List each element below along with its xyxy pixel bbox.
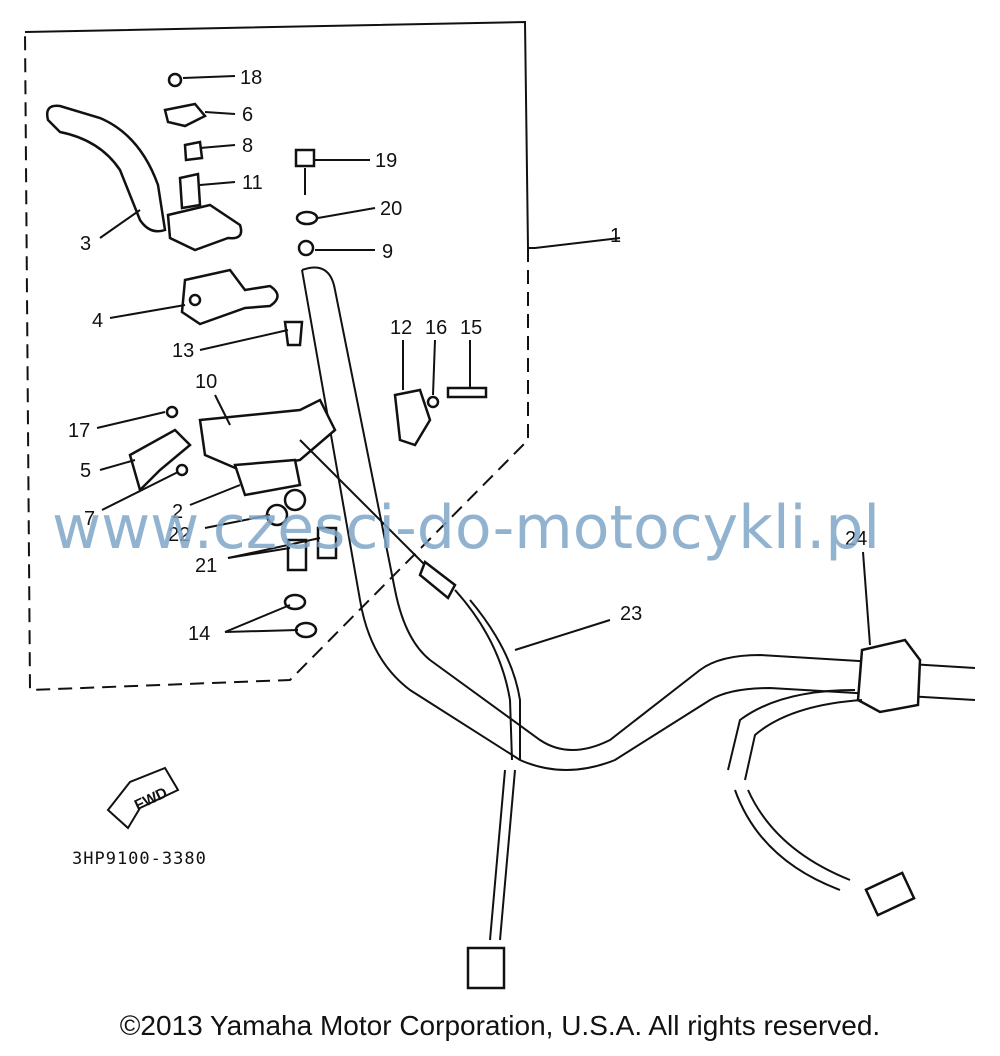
callout-23: 23 bbox=[620, 603, 642, 625]
leader-lines bbox=[96, 75, 871, 651]
callout-12: 12 bbox=[390, 317, 412, 339]
callout-16: 16 bbox=[425, 317, 447, 339]
small-hardware bbox=[163, 72, 319, 257]
forward-label: FWD bbox=[132, 784, 170, 814]
callout-11: 11 bbox=[242, 172, 263, 194]
forward-arrow-icon: FWD bbox=[106, 766, 180, 830]
callouts: 1 2 3 4 5 6 7 8 9 10 11 12 13 14 15 16 1… bbox=[68, 67, 867, 645]
callout-15: 15 bbox=[460, 317, 482, 339]
callout-13: 13 bbox=[172, 340, 194, 362]
handlebar-switch bbox=[727, 638, 922, 917]
callout-3: 3 bbox=[80, 233, 91, 255]
clutch-lever bbox=[46, 104, 167, 233]
copyright-notice: ©2013 Yamaha Motor Corporation, U.S.A. A… bbox=[119, 1010, 881, 1041]
callout-4: 4 bbox=[92, 310, 103, 332]
callout-18: 18 bbox=[240, 67, 262, 89]
callout-6: 6 bbox=[242, 104, 253, 126]
lever-holder bbox=[180, 268, 279, 326]
callout-10: 10 bbox=[195, 371, 217, 393]
callout-21: 21 bbox=[195, 555, 217, 577]
callout-22: 22 bbox=[168, 524, 190, 546]
callout-19: 19 bbox=[375, 150, 397, 172]
callout-14: 14 bbox=[188, 623, 210, 645]
callout-5: 5 bbox=[80, 460, 91, 482]
callout-24: 24 bbox=[845, 528, 867, 550]
handlebar bbox=[301, 266, 976, 771]
part-code: 3HP9100-3380 bbox=[72, 849, 207, 869]
nuts-and-bolts bbox=[265, 488, 338, 639]
callout-9: 9 bbox=[382, 241, 393, 263]
switch-assembly bbox=[128, 320, 488, 497]
callout-1: 1 bbox=[610, 225, 621, 247]
assembly-outline bbox=[24, 20, 621, 692]
clutch-switch-cable bbox=[299, 439, 521, 990]
watermark: www.czesci-do-motocykli.pl bbox=[52, 493, 880, 563]
lever-bracket bbox=[166, 203, 243, 252]
callout-17: 17 bbox=[68, 420, 90, 442]
callout-8: 8 bbox=[242, 135, 253, 157]
callout-7: 7 bbox=[84, 508, 95, 530]
callout-2: 2 bbox=[172, 501, 183, 523]
callout-20: 20 bbox=[380, 198, 402, 220]
